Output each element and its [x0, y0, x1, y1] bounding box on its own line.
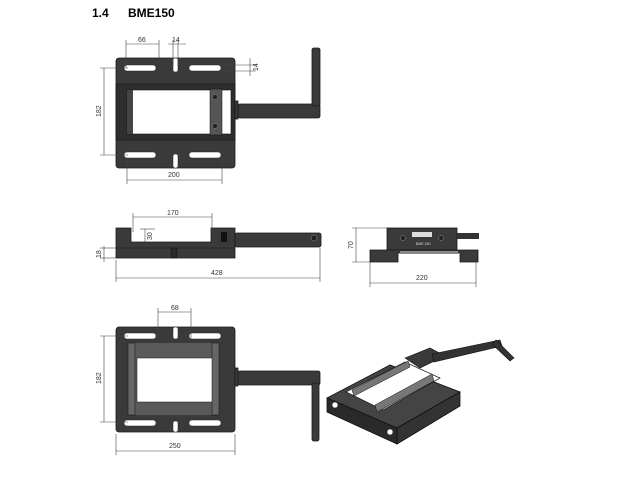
bottom-view: 68 182 250 — [96, 305, 321, 455]
section-title: BME150 — [128, 6, 175, 20]
dim-slot-width-right: 14 — [253, 63, 260, 71]
dim-side-height: 70 — [348, 241, 355, 249]
dim-overall-length: 428 — [211, 270, 223, 277]
dim-jaw-opening: 170 — [167, 210, 179, 217]
dim-height: 182 — [96, 105, 103, 117]
dim-slot-width-top: 14 — [172, 37, 180, 44]
dim-base-height: 18 — [96, 250, 103, 258]
dim-side-width: 220 — [416, 275, 428, 282]
section-number: 1.4 — [92, 6, 109, 20]
dim-width: 200 — [168, 172, 180, 179]
dim-bottom-slot-spacing: 68 — [171, 305, 179, 312]
isometric-view — [326, 339, 515, 445]
model-plate-label: BME 150 — [416, 242, 430, 246]
dim-slot-spacing: 66 — [138, 37, 146, 44]
dim-bottom-width: 250 — [169, 443, 181, 450]
dim-bottom-height: 182 — [96, 372, 103, 384]
front-view: 170 30 18 428 — [96, 210, 322, 282]
dim-jaw-depth: 30 — [147, 232, 154, 240]
top-view: 66 14 14 182 200 — [96, 37, 321, 184]
side-view: BME 150 70 220 — [348, 227, 479, 287]
